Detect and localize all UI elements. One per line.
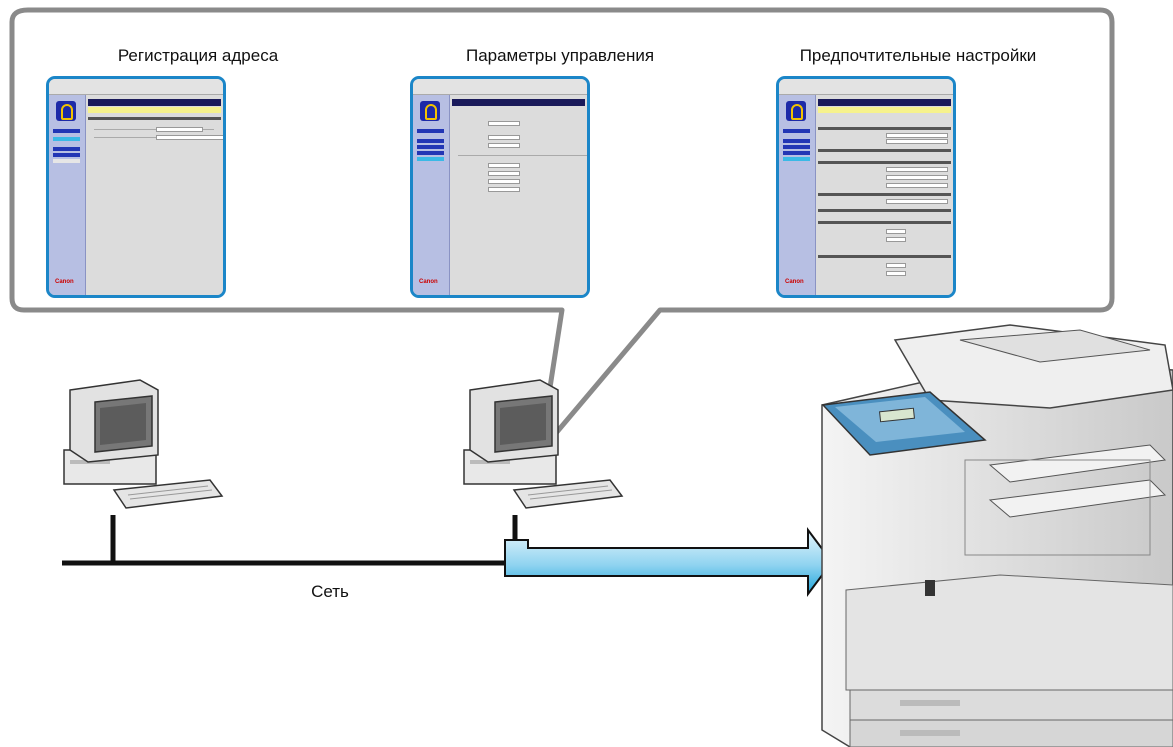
caption-preference-settings: Предпочтительные настройки [799, 46, 1037, 65]
screenshot-preference-settings: Canon [776, 76, 956, 298]
screenshot-management-settings: Canon [410, 76, 590, 298]
arrow-to-printer [504, 527, 834, 597]
screenshot-address-registration: Canon [46, 76, 226, 298]
network-label: Сеть [311, 582, 349, 601]
caption-management-settings: Параметры управления [465, 46, 655, 65]
printer-mfp [821, 324, 1173, 747]
computer-2 [463, 379, 624, 509]
computer-1 [63, 379, 224, 509]
caption-address-registration: Регистрация адреса [117, 46, 279, 65]
